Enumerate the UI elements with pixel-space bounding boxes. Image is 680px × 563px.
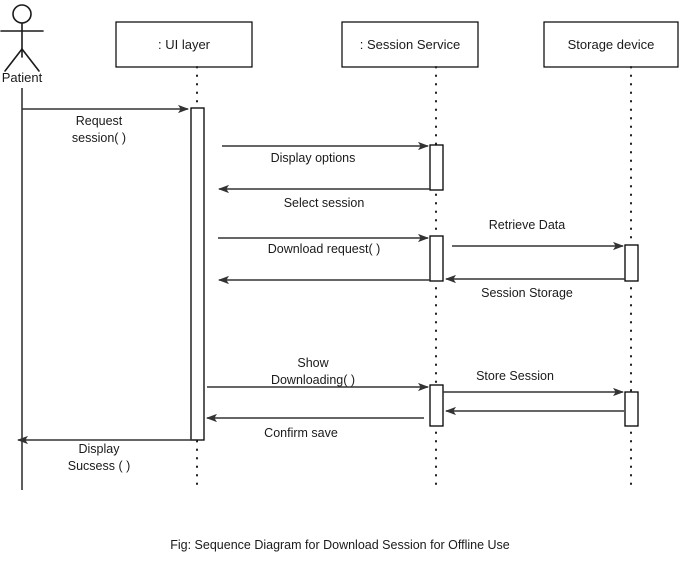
activation-layer [190,107,639,441]
participant-label-storage-device: Storage device [568,37,655,52]
message-msg-download-request: Download request( ) [218,233,429,256]
message-msg-session-storage: Session Storage [445,274,625,300]
participant-box-session-service[interactable]: : Session Service [341,21,479,68]
message-label-msg-store-session: Store Session [476,369,554,383]
message-label-msg-retrieve-data: Retrieve Data [489,218,565,232]
activation-bar-act-storage-1 [624,244,639,282]
message-label-text-msg-select-session: Select session [284,196,365,210]
message-label-msg-download-request: Download request( ) [268,242,381,256]
message-label-text-msg-session-storage: Session Storage [481,286,573,300]
message-msg-display-options: Display options [222,141,429,165]
actor-stick-figure [0,4,44,72]
activation-bar-act-storage-2 [624,391,639,427]
message-label-text-msg-store-session: Store Session [476,369,554,383]
participant-layer: : UI layer : Session Service Storage devic… [115,21,679,68]
message-msg-store-session: Store Session [443,369,624,397]
figure-caption: Fig: Sequence Diagram for Download Sessi… [170,538,510,552]
activation-bar-act-session-3 [429,384,444,427]
actor-patient[interactable]: Patient [0,4,44,85]
message-label-msg-confirm-save: Confirm save [264,426,338,440]
figure-caption-text: Fig: Sequence Diagram for Download Sessi… [170,538,510,552]
participant-box-storage-device[interactable]: Storage device [543,21,679,68]
participant-label-ui-layer: : UI layer [158,37,211,52]
participant-label-session-service: : Session Service [360,37,460,52]
participant-box-ui-layer[interactable]: : UI layer [115,21,253,68]
actor-label-text: Patient [2,70,43,85]
message-label-text-msg-display-options: Display options [271,151,356,165]
message-label-msg-select-session: Select session [284,196,365,210]
message-msg-confirm-save: Confirm save [206,413,424,440]
message-label-text-msg-download-request: Download request( ) [268,242,381,256]
message-label-text-msg-retrieve-data: Retrieve Data [489,218,565,232]
message-label-msg-display-options: Display options [271,151,356,165]
message-msg-retrieve-data: Retrieve Data [452,218,624,251]
message-label-msg-session-storage: Session Storage [481,286,573,300]
message-msg-select-session: Select session [218,184,430,210]
activation-bar-act-session-2 [429,235,444,282]
activation-bar-act-ui-main [190,107,205,441]
message-label-text-msg-confirm-save: Confirm save [264,426,338,440]
actor-label: Patient [2,70,43,85]
activation-bar-act-session-1 [429,144,444,191]
